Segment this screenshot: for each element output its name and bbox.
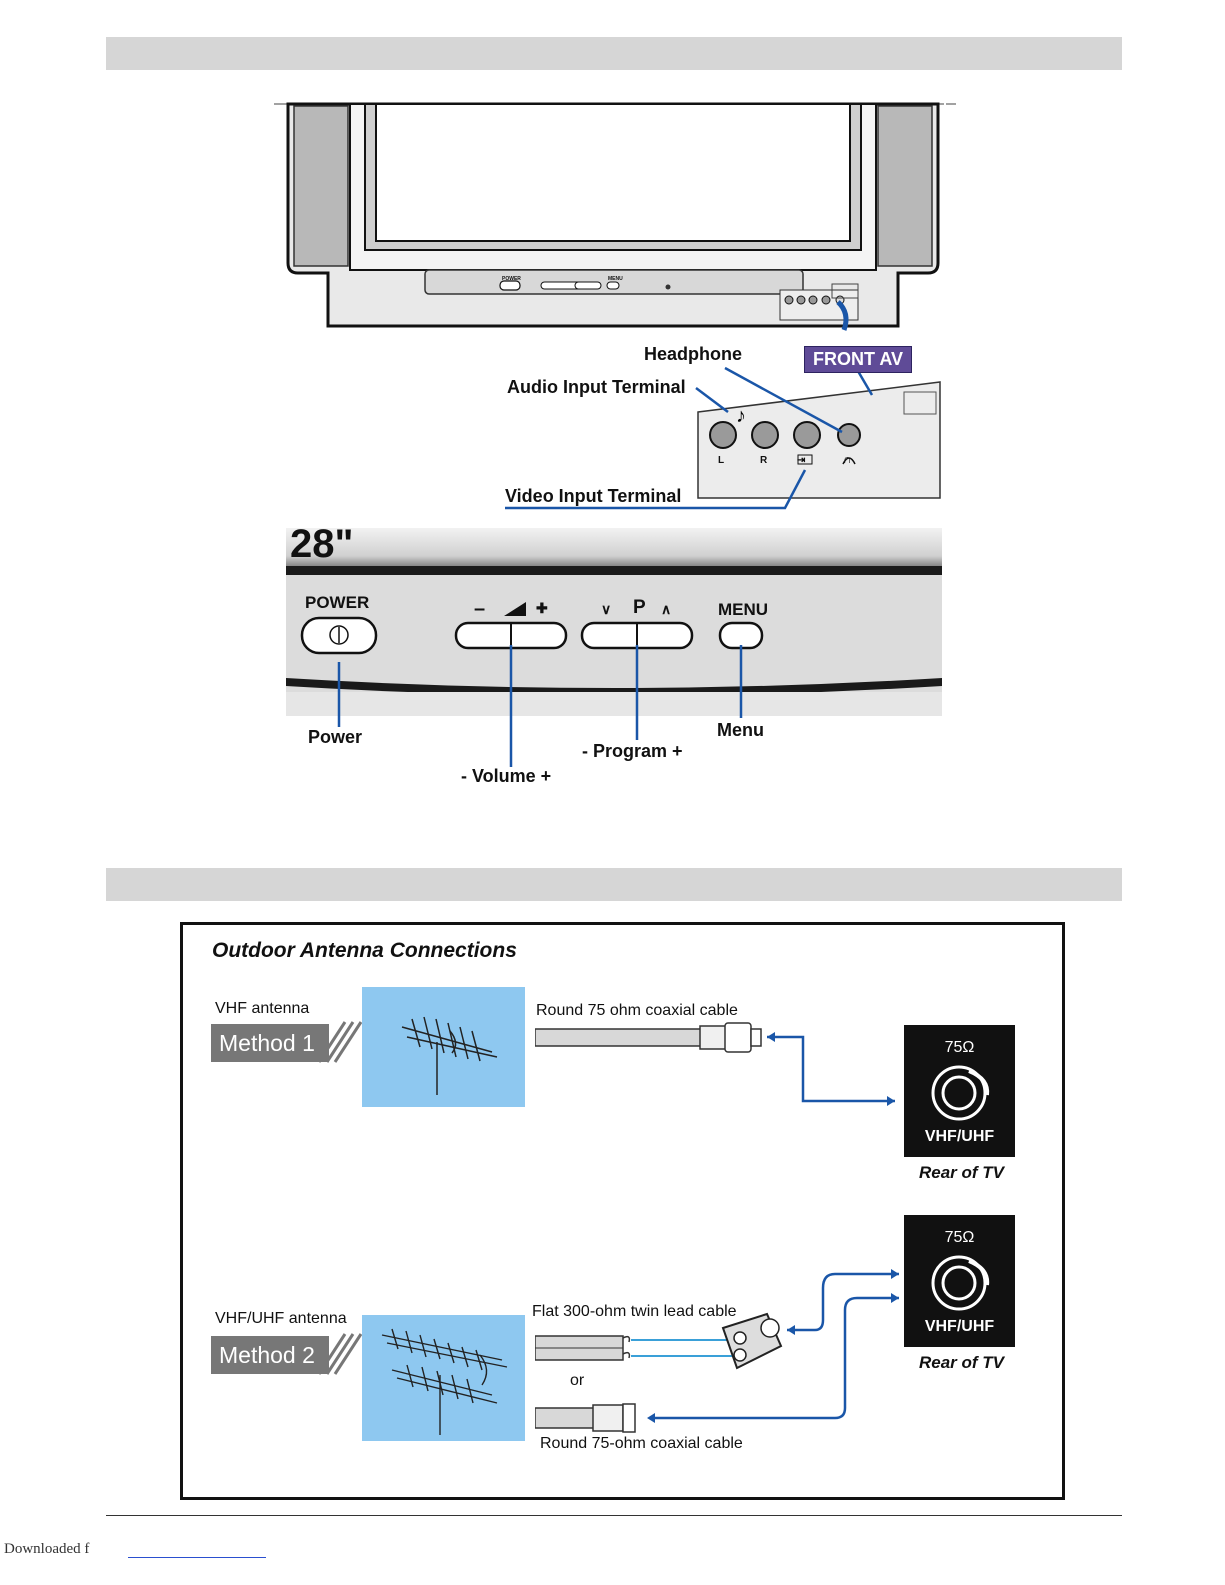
footer-rule (106, 1515, 1122, 1516)
audio-input-label: Audio Input Terminal (507, 377, 686, 397)
vhf-uhf-antenna-image (362, 1315, 525, 1441)
antenna-connections-frame (180, 922, 1065, 1500)
video-in-icon: ⇥ (797, 455, 806, 466)
vhf-antenna-image (362, 987, 525, 1107)
jack-right-label: R (760, 455, 768, 466)
rear-panel-1: 75Ω VHF/UHF (904, 1025, 1015, 1157)
mini-power-label: POWER (502, 276, 521, 282)
method1-stripes (317, 1021, 363, 1063)
rear-panel-1-band: VHF/UHF (924, 1128, 995, 1145)
mini-menu-label: MENU (608, 276, 623, 282)
front-av-badge: FRONT AV (804, 346, 912, 373)
method2-round-cable-label: Round 75-ohm coaxial cable (540, 1435, 743, 1452)
method2-cable-drawing (535, 1269, 899, 1433)
volume-plus-icon: ✚ (536, 600, 548, 616)
rear-panel-2-caption: Rear of TV (919, 1353, 1005, 1372)
control-leader-lines (337, 645, 743, 767)
front-av-closeup: ♪ (505, 353, 941, 510)
method2-badge: Method 2 (211, 1336, 329, 1374)
coax-jack-icon (931, 1065, 990, 1121)
tv-front-illustration (274, 102, 956, 331)
rear-panel-2-ohm: 75Ω (944, 1229, 975, 1246)
method1-cable-label: Round 75 ohm coaxial cable (536, 1002, 738, 1019)
section-header-bar-1 (106, 37, 1122, 70)
method2-antenna-label: VHF/UHF antenna (215, 1310, 347, 1327)
footer-link-underline (128, 1557, 266, 1558)
program-down-icon: ∨ (601, 601, 612, 617)
svg-text:♪: ♪ (736, 405, 746, 427)
panel-power-text: POWER (305, 593, 370, 612)
method2-or-label: or (570, 1372, 585, 1389)
method1-antenna-label: VHF antenna (215, 1000, 310, 1017)
screen-size-label: 28" (290, 522, 354, 566)
video-input-label: Video Input Terminal (505, 486, 682, 506)
method2-stripes (317, 1333, 363, 1375)
program-up-icon: ∧ (661, 601, 672, 617)
rear-panel-1-caption: Rear of TV (919, 1163, 1005, 1182)
jack-left-label: L (718, 455, 725, 466)
panel-menu-text: MENU (718, 600, 769, 619)
section-header-bar-2 (106, 868, 1122, 901)
program-label: - Program + (582, 741, 683, 761)
rear-panel-2-band: VHF/UHF (924, 1318, 995, 1335)
headphone-label: Headphone (644, 344, 743, 364)
menu-label: Menu (717, 720, 764, 740)
headphone-icon: ∩ (843, 452, 852, 466)
antenna-section-title: Outdoor Antenna Connections (212, 939, 517, 962)
rear-panel-1-ohm: 75Ω (944, 1039, 975, 1056)
method1-badge: Method 1 (211, 1024, 329, 1062)
control-panel-28 (286, 528, 942, 716)
volume-minus-icon: – (474, 598, 486, 620)
volume-label: - Volume + (461, 766, 552, 786)
rear-panel-2: 75Ω VHF/UHF (904, 1215, 1015, 1347)
power-label: Power (308, 727, 363, 747)
method1-cable-drawing (535, 1022, 895, 1106)
coax-jack-icon (931, 1255, 990, 1311)
program-letter: P (633, 597, 646, 618)
method2-flat-cable-label: Flat 300-ohm twin lead cable (532, 1303, 737, 1320)
footer-text: Downloaded f (4, 1541, 90, 1557)
